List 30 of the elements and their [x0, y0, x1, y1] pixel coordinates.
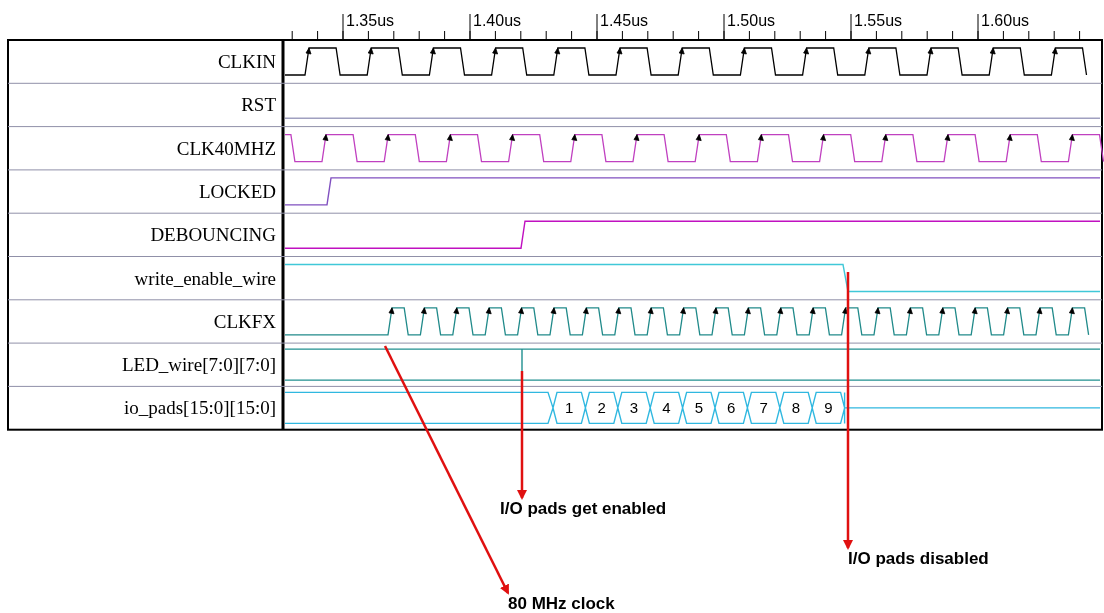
signal-name: LOCKED: [198, 180, 276, 203]
annotation-text: I/O pads get enabled: [500, 499, 667, 519]
bus-value: 8: [790, 398, 802, 417]
bus-value: 5: [693, 398, 704, 417]
leader-line: [517, 371, 527, 500]
bus-value: 7: [758, 398, 769, 417]
signal-name: RST: [241, 94, 276, 117]
bus-value: 4: [661, 398, 672, 417]
annotation-text: I/O pads disabled: [848, 549, 989, 569]
time-label: 1.45us: [600, 12, 649, 30]
signal-name: CLKFX: [213, 310, 276, 333]
signal-name: CLKIN: [217, 51, 276, 73]
time-label: 1.60us: [981, 12, 1030, 30]
signal-name: write_enable_wire: [134, 267, 276, 290]
time-label: 1.40us: [473, 12, 522, 30]
time-label: 1.55us: [854, 12, 903, 30]
leader-line: [843, 272, 853, 550]
leader-line: [383, 345, 510, 595]
time-label: 1.35us: [346, 12, 395, 30]
signal-name: io_pads[15:0][15:0]: [124, 397, 276, 420]
bus-value: 6: [726, 398, 737, 417]
signal-name: DEBOUNCING: [150, 224, 276, 247]
bus-value: 3: [628, 398, 640, 417]
signal-name: LED_wire[7:0][7:0]: [121, 354, 276, 377]
time-label: 1.50us: [727, 12, 776, 30]
signal-name: CLK40MHZ: [176, 137, 276, 160]
annotation-text: 80 MHz clock: [508, 594, 615, 613]
bus-value: 1: [564, 398, 575, 417]
bus-value: 9: [823, 398, 834, 417]
bus-value: 2: [596, 398, 607, 417]
